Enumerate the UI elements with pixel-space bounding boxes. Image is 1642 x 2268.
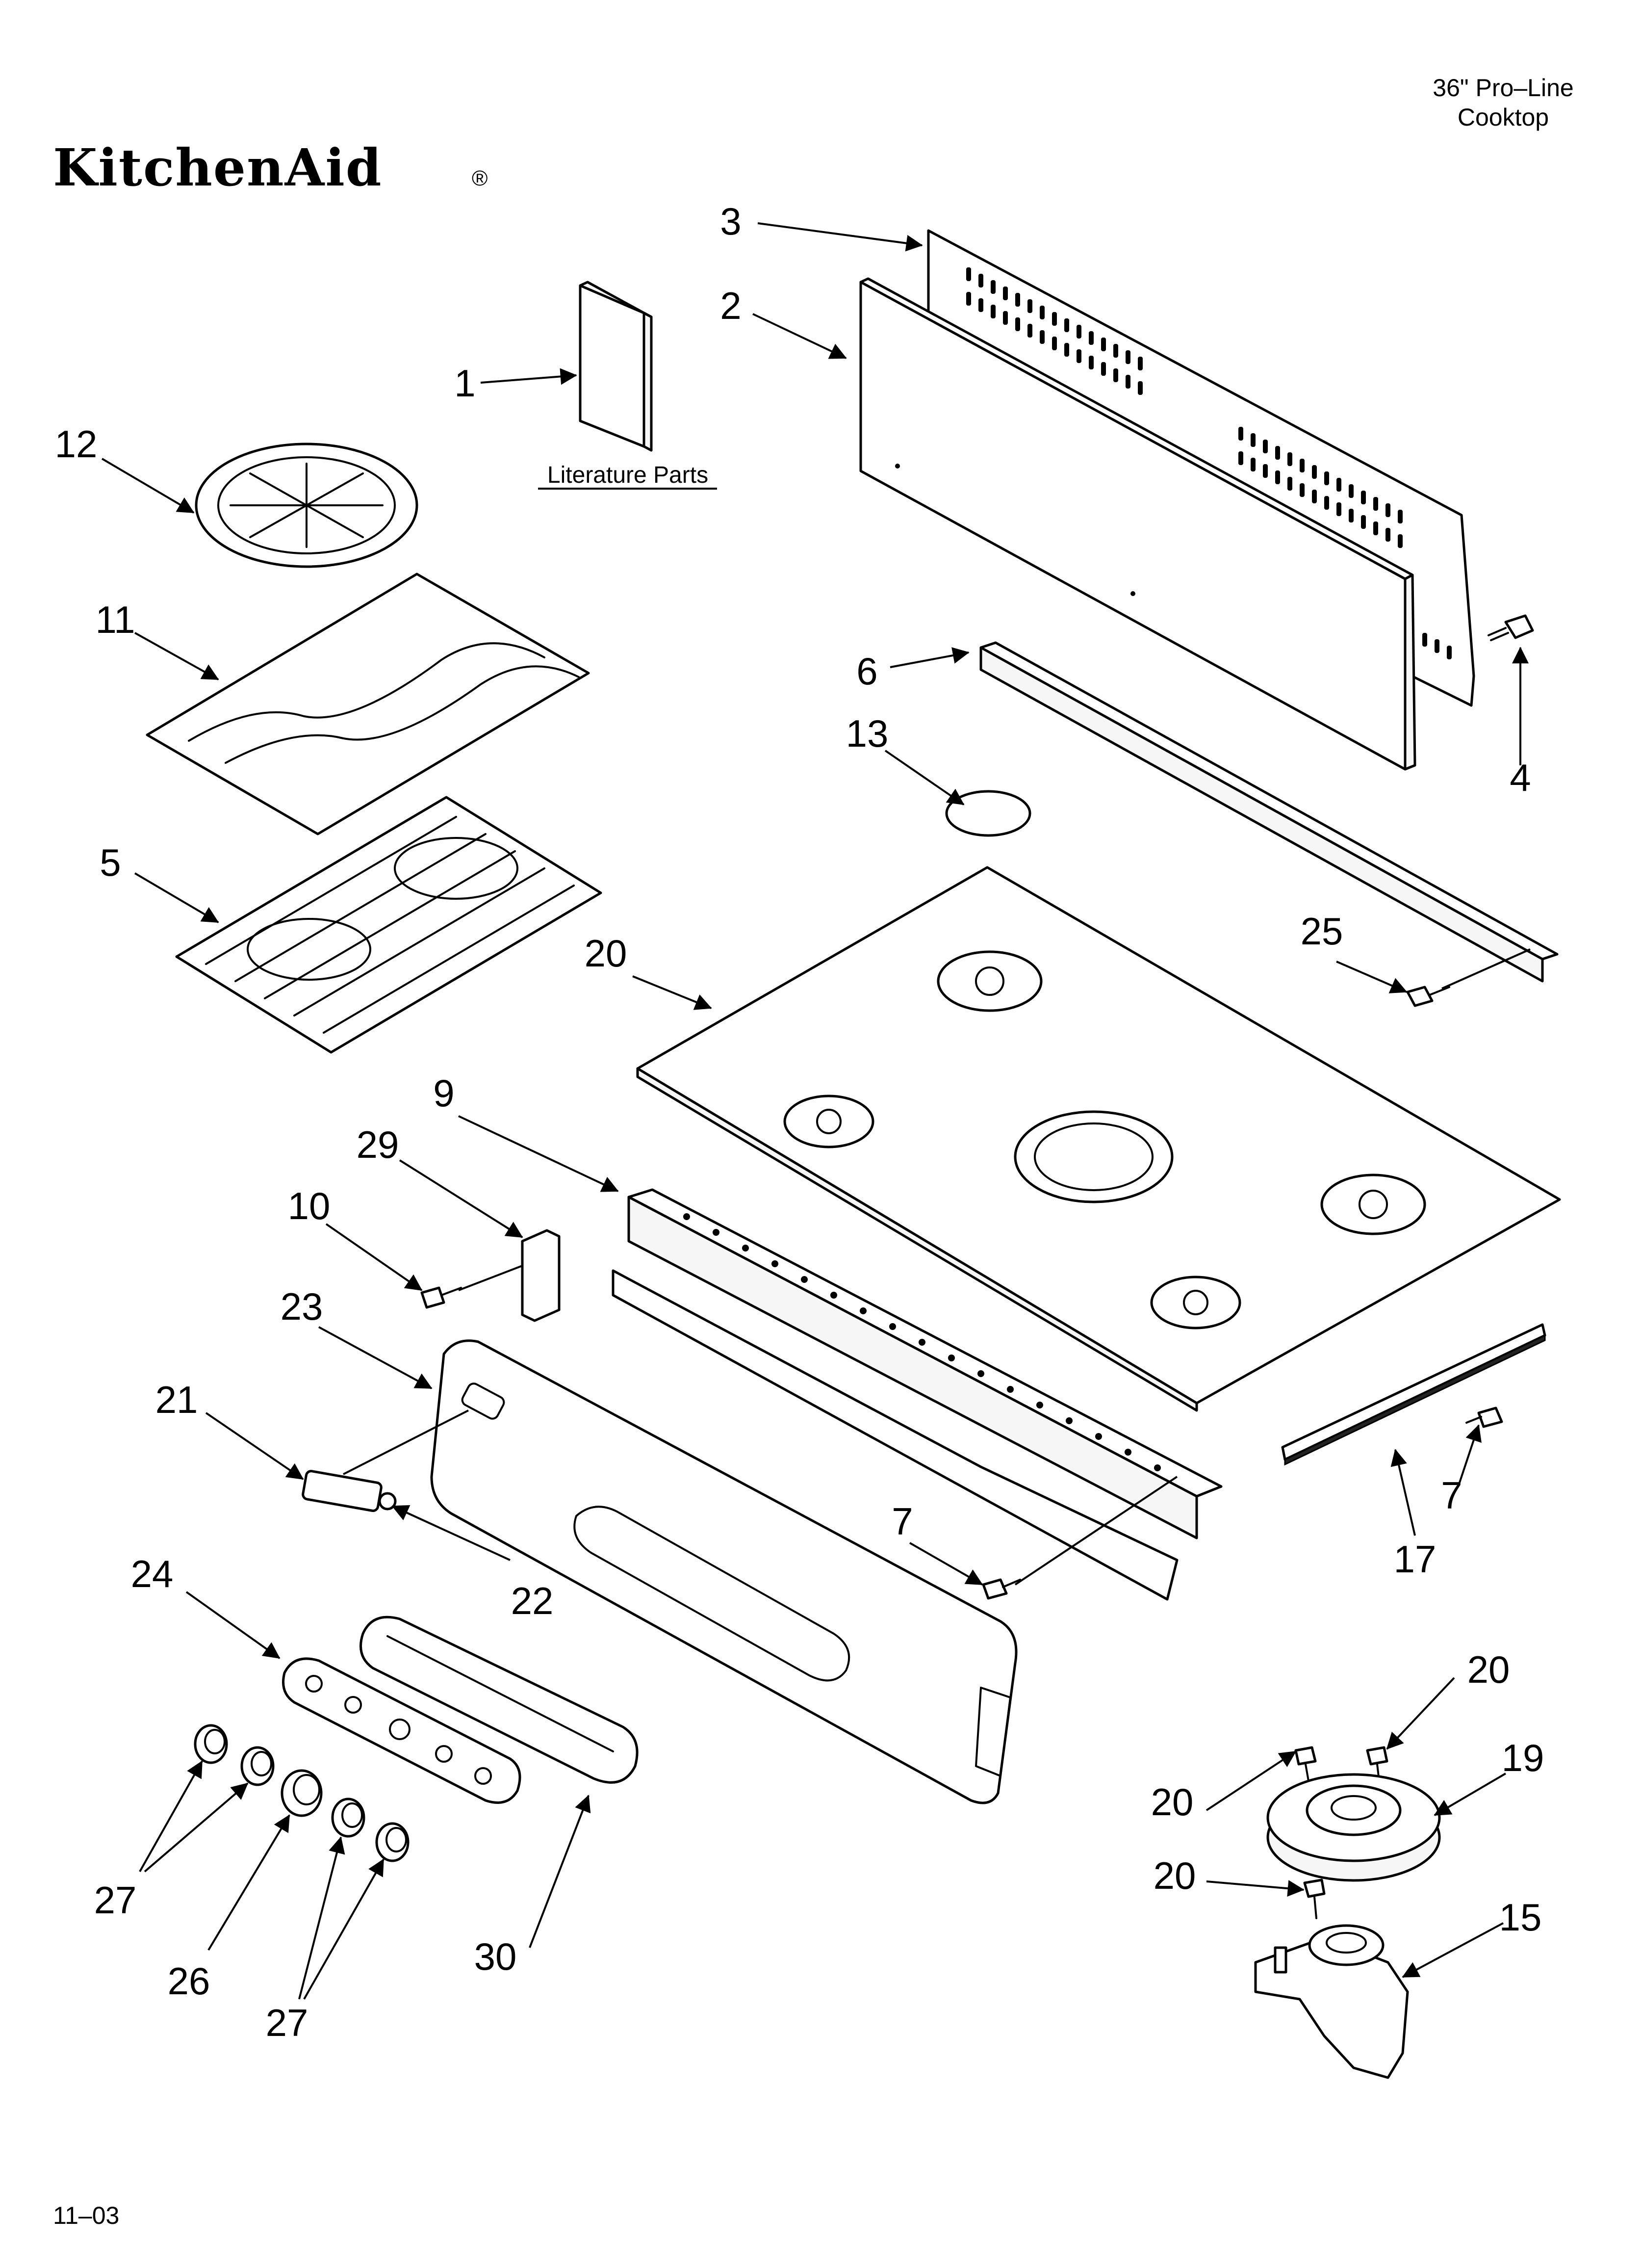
brand-logo: KitchenAid xyxy=(53,137,383,198)
callout-20a: 20 xyxy=(1467,1648,1510,1691)
part-19-burner-base xyxy=(1266,1773,1441,1882)
part-27-knob-d xyxy=(375,1822,410,1862)
callout-18: 20 xyxy=(585,932,627,975)
callout-1: 1 xyxy=(454,362,475,405)
part-7-screw-b xyxy=(1465,1407,1503,1428)
part-27-knob-b xyxy=(240,1746,275,1786)
part-9-manifold-bracket xyxy=(612,1188,1223,1601)
part-1-literature xyxy=(579,281,653,452)
callout-labels: 3 2 1 12 11 5 6 13 4 20 25 9 29 10 23 21… xyxy=(55,200,1544,2044)
callout-3: 3 xyxy=(720,200,741,243)
callout-19: 19 xyxy=(1502,1736,1544,1779)
callout-27b: 27 xyxy=(266,2001,308,2044)
part-22-screw xyxy=(378,1492,397,1511)
callout-5: 5 xyxy=(100,841,121,884)
part-24-overlay xyxy=(282,1657,521,1804)
callout-15: 15 xyxy=(1499,1896,1542,1939)
part-10-screw xyxy=(420,1286,462,1309)
part-7-screw-a xyxy=(982,1578,1021,1600)
model-title-line2: Cooktop xyxy=(1458,104,1549,131)
callout-17: 17 xyxy=(1394,1538,1437,1581)
part-18-cooktop xyxy=(636,866,1561,1412)
part-11-grate xyxy=(146,573,590,835)
callout-20c: 20 xyxy=(1154,1854,1196,1897)
callout-30: 30 xyxy=(474,1935,517,1978)
part-2-backguard-panel xyxy=(859,277,1416,771)
part-6-rear-trim xyxy=(979,641,1559,983)
callout-20b: 20 xyxy=(1151,1780,1194,1824)
part-4-screw xyxy=(1488,614,1534,641)
callout-10: 10 xyxy=(288,1184,331,1227)
callout-7b: 7 xyxy=(1441,1474,1462,1517)
callout-27a: 27 xyxy=(94,1878,137,1922)
part-25-screw xyxy=(1406,986,1450,1007)
callout-4: 4 xyxy=(1510,756,1531,799)
literature-parts-label: Literature Parts xyxy=(547,462,708,488)
callout-11: 11 xyxy=(96,598,135,641)
callout-21: 21 xyxy=(155,1378,198,1421)
part-30-bezel xyxy=(359,1616,639,1784)
part-13-burner-cap xyxy=(945,790,1031,837)
part-21-badge xyxy=(302,1470,383,1512)
model-title-line1: 36" Pro–Line xyxy=(1433,74,1573,102)
part-20-screw-c xyxy=(1303,1878,1326,1919)
part-20-screw-b xyxy=(1366,1746,1388,1782)
part-5-double-grate xyxy=(175,796,602,1054)
callout-25: 25 xyxy=(1301,910,1343,953)
callout-7a: 7 xyxy=(892,1500,913,1543)
registered-mark: ® xyxy=(472,166,487,190)
part-27-knob-c xyxy=(331,1798,365,1838)
part-20-screw-a xyxy=(1294,1746,1317,1782)
part-27-knob-a xyxy=(194,1724,228,1764)
callout-9: 9 xyxy=(433,1071,454,1115)
callout-24: 24 xyxy=(131,1552,174,1595)
callout-22: 22 xyxy=(511,1579,554,1622)
callout-6: 6 xyxy=(856,650,877,693)
part-12-wok-ring xyxy=(195,443,418,568)
part-26-knob xyxy=(281,1769,323,1817)
part-17-side-trim xyxy=(1281,1323,1546,1466)
callout-29: 29 xyxy=(357,1123,399,1166)
callout-12: 12 xyxy=(55,422,98,466)
callout-26: 26 xyxy=(168,1959,210,2003)
part-23-control-panel xyxy=(430,1339,1018,1804)
part-29-bracket xyxy=(521,1229,561,1322)
date-code: 11–03 xyxy=(53,2202,119,2229)
callout-13: 13 xyxy=(846,712,889,755)
part-15-valve xyxy=(1254,1924,1409,2079)
callout-2: 2 xyxy=(720,284,741,327)
callout-23: 23 xyxy=(281,1285,323,1328)
leader-lines xyxy=(101,222,1531,2000)
